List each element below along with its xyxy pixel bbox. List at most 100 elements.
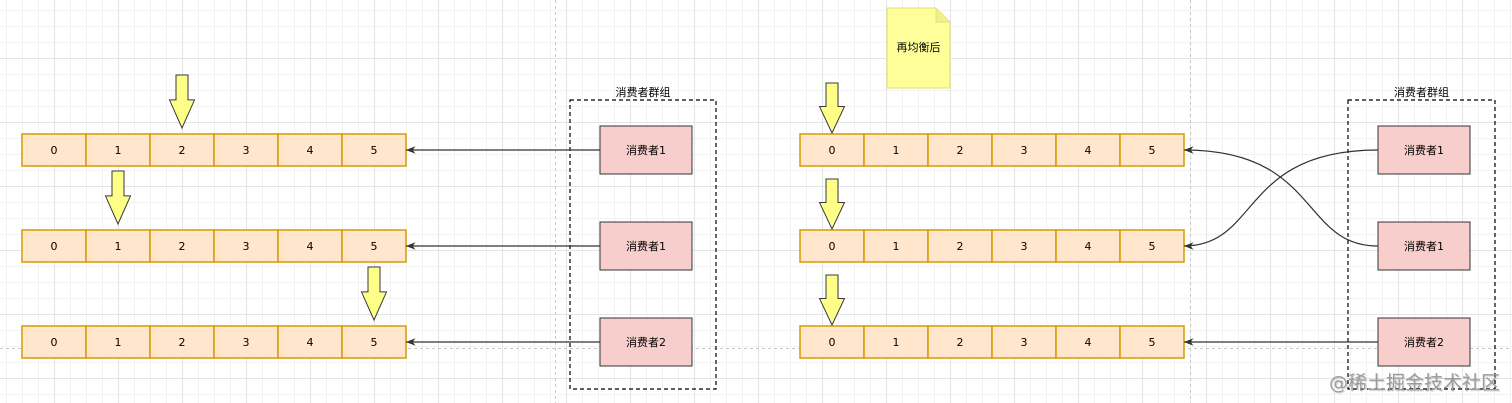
consumer-label: 消费者1 <box>626 239 666 253</box>
partition-cell-label: 4 <box>1085 240 1092 253</box>
note-fold <box>935 8 950 23</box>
partition-cell-label: 0 <box>829 240 836 253</box>
consumer-box <box>1377 317 1471 367</box>
partition-cell-label: 4 <box>307 144 314 157</box>
partition-cell-label: 3 <box>243 336 250 349</box>
partition-cell <box>85 229 151 263</box>
partition-cell-label: 0 <box>51 144 58 157</box>
consumer-label: 消费者1 <box>1404 239 1444 253</box>
partition-cell-label: 1 <box>893 144 900 157</box>
offset-arrow-icon <box>168 74 196 130</box>
partition-cell <box>21 229 87 263</box>
partition-cell-label: 3 <box>1021 240 1028 253</box>
partition-cell <box>927 229 993 263</box>
partition-cell-label: 4 <box>307 336 314 349</box>
partition-cell-label: 4 <box>307 240 314 253</box>
partition-cell <box>213 325 279 359</box>
partition-cell-label: 4 <box>1085 336 1092 349</box>
partition-cell <box>1055 133 1121 167</box>
partition-cell <box>863 229 929 263</box>
partition-cell-label: 5 <box>1149 336 1156 349</box>
partition-cell-label: 1 <box>115 144 122 157</box>
partition-cell <box>927 133 993 167</box>
consumer-group-box <box>569 99 717 390</box>
partition-cell <box>213 229 279 263</box>
partition-cell-label: 5 <box>371 144 378 157</box>
partition-cell <box>991 325 1057 359</box>
partition-cell-label: 3 <box>1021 144 1028 157</box>
partition-cell-label: 1 <box>893 240 900 253</box>
partition-cell-label: 0 <box>51 336 58 349</box>
partition-cell <box>277 229 343 263</box>
consumer-label: 消费者2 <box>1404 335 1444 349</box>
partition-cell <box>1055 229 1121 263</box>
rebalance-note: 再均衡后 <box>886 7 951 89</box>
partition-row: 0 1 2 3 4 5 <box>799 274 1185 359</box>
partition-cell-label: 3 <box>1021 336 1028 349</box>
offset-arrow-icon <box>360 266 388 322</box>
consumer-box <box>599 221 693 271</box>
partition-cell <box>277 325 343 359</box>
partition-cell <box>213 133 279 167</box>
consumer-group-box <box>1347 99 1496 390</box>
partition-row: 0 1 2 3 4 5 <box>21 266 407 359</box>
partition-cell-label: 5 <box>1149 144 1156 157</box>
partition-cell-label: 5 <box>371 240 378 253</box>
consumer-partition-link <box>1183 146 1379 247</box>
offset-arrow-icon <box>818 178 846 231</box>
partition-cell-label: 0 <box>829 336 836 349</box>
partition-cell-label: 2 <box>957 336 964 349</box>
partition-cell-label: 2 <box>957 240 964 253</box>
partition-cell <box>85 133 151 167</box>
partition-cell <box>863 325 929 359</box>
partition-row: 0 1 2 3 4 5 <box>21 74 407 167</box>
consumer-box <box>599 317 693 367</box>
consumer-label: 消费者2 <box>626 335 666 349</box>
partition-cell-label: 3 <box>243 144 250 157</box>
partition-cell <box>85 325 151 359</box>
partition-cell <box>149 325 215 359</box>
partition-cell-label: 1 <box>893 336 900 349</box>
consumer-node: 消费者1 <box>1377 125 1471 175</box>
partition-cell <box>277 133 343 167</box>
offset-arrow-icon <box>104 170 132 226</box>
partition-cell <box>149 133 215 167</box>
partition-cell <box>341 133 407 167</box>
watermark: @稀土掘金技术社区 <box>1328 372 1500 394</box>
partition-row: 0 1 2 3 4 5 <box>799 178 1185 263</box>
partition-cell-label: 5 <box>1149 240 1156 253</box>
consumer-partition-link <box>1183 149 1379 250</box>
consumer-box <box>1377 125 1471 175</box>
partition-cell <box>799 133 865 167</box>
partition-cell-label: 5 <box>371 336 378 349</box>
partition-cell-label: 2 <box>179 144 186 157</box>
partition-cell-label: 4 <box>1085 144 1092 157</box>
consumer-node: 消费者1 <box>599 221 693 271</box>
partition-cell-label: 3 <box>243 240 250 253</box>
consumer-node: 消费者2 <box>599 317 693 367</box>
offset-arrow-icon <box>818 274 846 327</box>
note-body <box>886 7 951 89</box>
partition-cell-label: 1 <box>115 336 122 349</box>
partition-cell-label: 2 <box>957 144 964 157</box>
partition-cell-label: 0 <box>51 240 58 253</box>
partition-cell <box>991 229 1057 263</box>
partition-cell-label: 1 <box>115 240 122 253</box>
consumer-label: 消费者1 <box>626 143 666 157</box>
consumer-box <box>599 125 693 175</box>
consumer-node: 消费者1 <box>1377 221 1471 271</box>
offset-arrow-icon <box>818 82 846 135</box>
partition-cell <box>341 325 407 359</box>
consumer-label: 消费者1 <box>1404 143 1444 157</box>
partition-cell <box>927 325 993 359</box>
partition-cell-label: 2 <box>179 336 186 349</box>
partition-cell <box>341 229 407 263</box>
note-text: 再均衡后 <box>897 41 941 54</box>
partition-cell <box>1055 325 1121 359</box>
